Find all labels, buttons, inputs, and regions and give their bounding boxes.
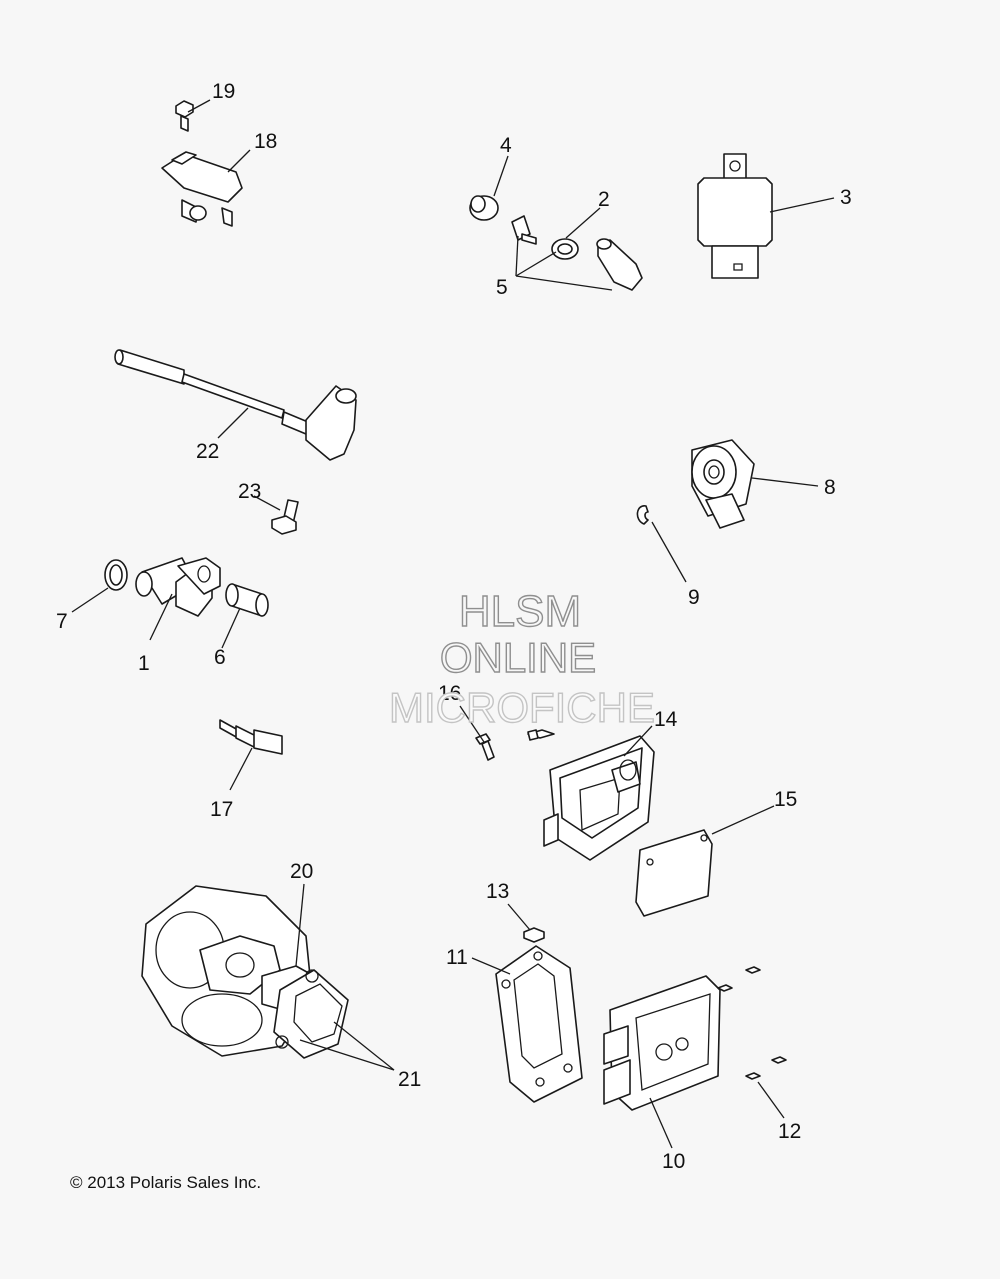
part-22-sensor-cable[interactable] <box>114 349 357 461</box>
part-3-relay-module[interactable] <box>697 153 773 279</box>
part-23-bolt[interactable] <box>271 499 299 535</box>
callout-23: 23 <box>238 480 261 503</box>
callout-8: 8 <box>824 476 836 499</box>
part-13-bolt[interactable] <box>523 927 545 943</box>
watermark-line-3: MICROFICHE <box>389 684 655 731</box>
callout-2: 2 <box>598 188 610 211</box>
part-12-screws[interactable] <box>717 966 787 1080</box>
callout-3: 3 <box>840 186 852 209</box>
callout-22: 22 <box>196 440 219 463</box>
part-11-bracket[interactable] <box>495 945 583 1103</box>
callout-21: 21 <box>398 1068 421 1091</box>
part-15-gasket[interactable] <box>635 829 713 917</box>
callout-16: 16 <box>438 682 461 705</box>
callout-7: 7 <box>56 610 68 633</box>
callout-14: 14 <box>654 708 678 731</box>
part-1-sensor[interactable] <box>135 557 221 617</box>
part-10-ecu[interactable] <box>603 975 721 1111</box>
callout-13: 13 <box>486 880 509 903</box>
part-2-ring[interactable] <box>551 238 579 260</box>
callout-12: 12 <box>778 1120 801 1143</box>
callout-15: 15 <box>774 788 797 811</box>
copyright-text: © 2013 Polaris Sales Inc. <box>70 1173 261 1192</box>
callout-4: 4 <box>500 134 512 157</box>
part-19-bolt[interactable] <box>175 100 194 132</box>
callout-1: 1 <box>138 652 150 675</box>
part-17-temperature-sensor[interactable] <box>219 719 283 755</box>
callout-numbers: 19 18 4 2 3 5 22 23 8 9 7 1 6 16 14 15 1… <box>56 80 852 1173</box>
part-5-bracket-clip[interactable] <box>511 215 537 245</box>
watermark-line-2: ONLINE <box>440 634 596 681</box>
part-16-bolt[interactable] <box>475 733 495 761</box>
watermark-line-1: HLSM <box>459 587 581 636</box>
part-6-bushing[interactable] <box>225 583 269 617</box>
part-7-o-ring[interactable] <box>104 559 128 591</box>
leader-lines <box>71 99 835 1149</box>
part-16-bolt-2[interactable] <box>527 729 555 741</box>
part-5-sensor[interactable] <box>596 238 643 291</box>
callout-17: 17 <box>210 798 233 821</box>
callout-6: 6 <box>214 646 226 669</box>
part-14-ecu-housing[interactable] <box>543 735 655 861</box>
callout-19: 19 <box>212 80 235 103</box>
part-9-clip[interactable] <box>636 505 649 525</box>
callout-18: 18 <box>254 130 277 153</box>
callout-20: 20 <box>290 860 313 883</box>
callout-11: 11 <box>446 946 468 969</box>
callout-9: 9 <box>688 586 700 609</box>
callout-5: 5 <box>496 276 508 299</box>
part-21-throttle-sensor[interactable] <box>273 969 349 1059</box>
part-4-cap[interactable] <box>469 195 499 221</box>
part-18-map-sensor[interactable] <box>161 151 243 227</box>
callout-10: 10 <box>662 1150 685 1173</box>
watermark: HLSM ONLINE MICROFICHE <box>388 586 655 731</box>
part-8-knock-sensor[interactable] <box>691 439 755 529</box>
